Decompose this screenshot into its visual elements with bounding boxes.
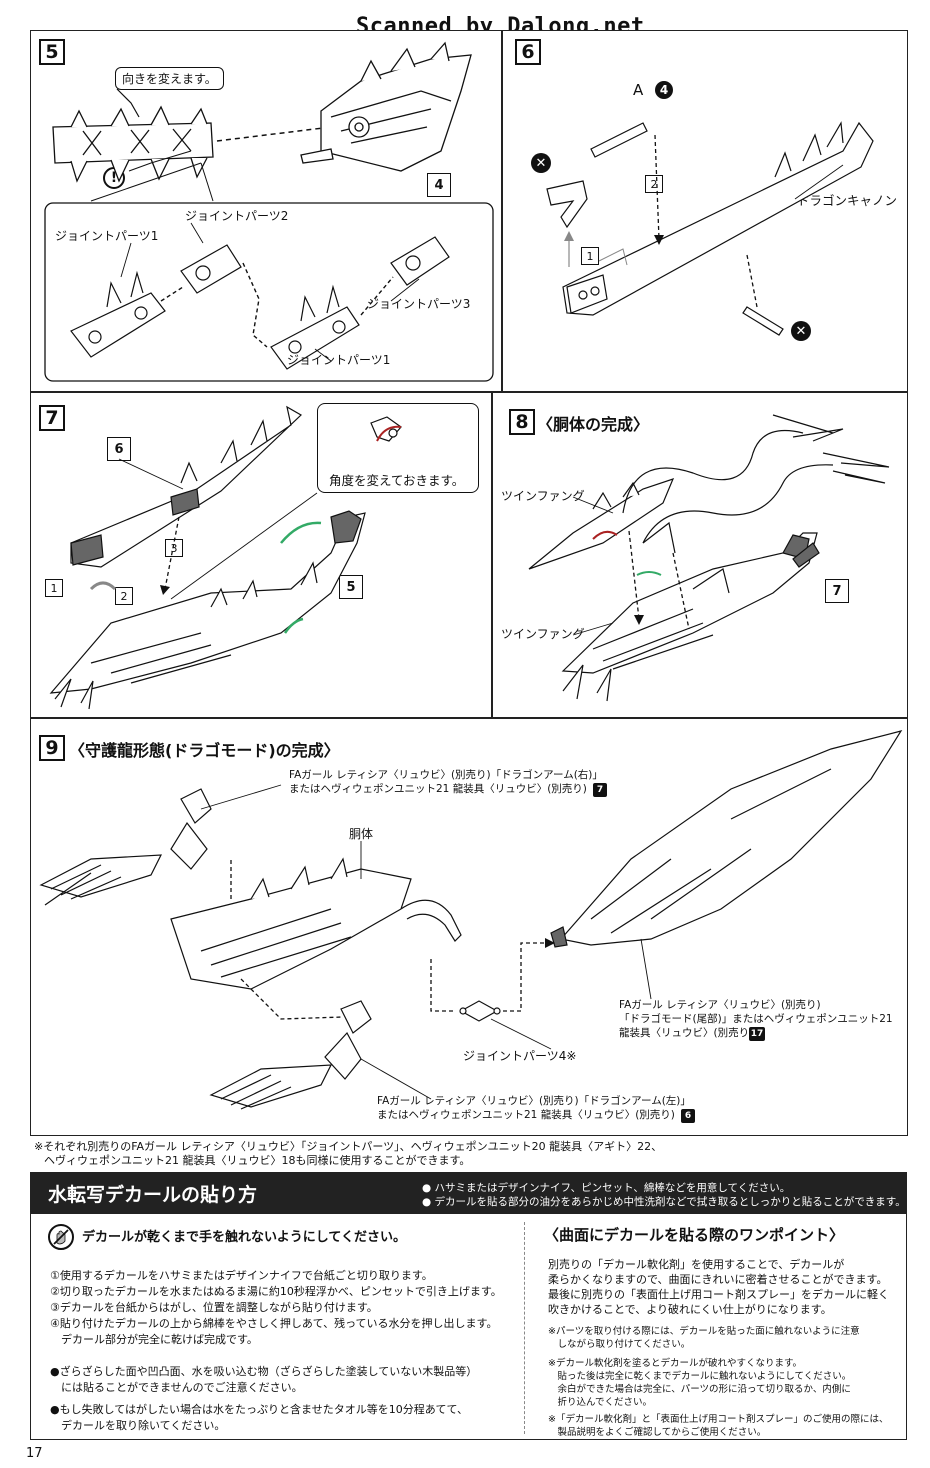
step6-remove-mark-2: ✕ (791, 321, 811, 341)
step9-arm-left-line1: FAガール レティシア〈リュウビ〉(別売り)「ドラゴンアーム(左)」 (377, 1095, 691, 1107)
decal-step4: ④貼り付けたデカールの上から綿棒をやさしく押しあて、残っている水分を押し出します… (50, 1317, 498, 1330)
decal-tip-note1b: しながら取り付けてください。 (548, 1339, 691, 1350)
step6-sub-2: 2 (645, 175, 663, 193)
footnote-line1: ※それぞれ別売りのFAガール レティシア〈リュウビ〉「ジョイントパーツ」、ヘヴィ… (34, 1140, 663, 1153)
page-number: 17 (26, 1446, 43, 1461)
step9-tail-line2: 「ドラゴモード(尾部)」またはヘヴィウェポンユニット21 (619, 1013, 893, 1025)
step9-arm-right-line2: またはヘヴィウェポンユニット21 龍装具〈リュウビ〉(別売り) (289, 783, 587, 795)
decal-note2: ● デカールを貼る部分の油分をあらかじめ中性洗剤などで拭き取るとしっかりと貼るこ… (422, 1196, 906, 1208)
decal-warning: デカールが乾くまで手を触れないようにしてください。 (82, 1230, 406, 1245)
step9-panel: 9 〈守護龍形態(ドラゴモード)の完成〉 FAガール レティシア〈リュウビ〉(別… (30, 718, 908, 1136)
step7-angle-callout (317, 403, 479, 493)
step8-ref-box-7: 7 (825, 579, 849, 603)
step5-number: 5 (39, 39, 65, 65)
step6-label-a: A (633, 81, 644, 99)
decal-tip-line2: 柔らかくなりますので、曲面にきれいに密着させることができます。 (548, 1273, 888, 1286)
step9-tail-line3: 龍装具〈リュウビ〉(別売り) (619, 1027, 754, 1039)
step8-illustration (528, 414, 890, 702)
decal-tip-note2-l2: 貼った後は完全に乾くまでデカールに触れないようにしてください。 (548, 1371, 852, 1382)
decal-tip-note3-l1: ※「デカール軟化剤」と「表面仕上げ用コート剤スプレー」のご使用の際には、 (548, 1414, 889, 1425)
step8-label-twin-fang2: ツインファング (501, 627, 585, 641)
decal-title: 水転写デカールの貼り方 (48, 1184, 258, 1206)
decal-body (30, 1214, 907, 1440)
step8-panel: 8 〈胴体の完成〉 ツインファング ツインファング 7 (492, 392, 908, 718)
step9-illustration (39, 730, 903, 1110)
decal-tip-note2-l1: ※デカール軟化剤を塗るとデカールが破れやすくなります。 (548, 1358, 803, 1369)
decal-note1: ● ハサミまたはデザインナイフ、ピンセット、綿棒などを用意してください。 (422, 1182, 791, 1194)
step8-number: 8 (509, 409, 535, 435)
decal-step2: ②切り取ったデカールを水またはぬるま湯に約10秒程浮かべ、ピンセットで引き上げま… (50, 1285, 502, 1298)
step9-arm-right-no: 7 (593, 783, 607, 797)
decal-tip-title: 〈曲面にデカールを貼る際のワンポイント〉 (544, 1226, 845, 1244)
step9-tail-no: 17 (749, 1027, 765, 1041)
step9-number: 9 (39, 735, 65, 761)
step5-ref-box-4: 4 (427, 173, 451, 197)
step7-sub-2: 2 (115, 587, 133, 605)
step7-number: 7 (39, 405, 65, 431)
decal-tip-line3: 最後に別売りの「表面仕上げ用コート剤スプレー」をデカールに軽く (548, 1288, 889, 1301)
step6-panel: 6 A 4 ✕ ✕ 1 2 ドラゴンキャノン (502, 30, 908, 392)
step7-angle-note: 角度を変えておきます。 (329, 473, 465, 488)
step9-label-joint4: ジョイントパーツ4※ (463, 1049, 577, 1063)
decal-tip-note2-l4: 折り込んでください。 (548, 1397, 653, 1408)
decal-bullet1-l2: には貼ることができませんのでご注意ください。 (50, 1381, 303, 1394)
no-touch-icon (48, 1224, 74, 1250)
step6-remove-mark-1: ✕ (531, 153, 551, 173)
decal-step4b: デカール部分が完全に乾けば完成です。 (50, 1333, 258, 1346)
decal-tip-note2-l3: 余白ができた場合は完全に、パーツの形に沿って切り取るか、内側に (548, 1384, 851, 1395)
step5-label-joint3: ジョイントパーツ3 (367, 297, 471, 311)
decal-bullet2-l2: デカールを取り除いてください。 (50, 1419, 226, 1432)
step9-title: 〈守護龍形態(ドラゴモード)の完成〉 (69, 741, 340, 760)
step5-label-joint1b: ジョイントパーツ1 (287, 353, 391, 367)
step9-label-torso: 胴体 (349, 827, 374, 841)
step5-label-joint2: ジョイントパーツ2 (185, 209, 289, 223)
step6-sub-1: 1 (581, 247, 599, 265)
step5-label-joint1a: ジョイントパーツ1 (55, 229, 159, 243)
step7-illustration (49, 405, 402, 710)
footnote-line2: ヘヴィウェポンユニット21 龍装具〈リュウビ〉18も同様に使用することができます… (44, 1154, 471, 1167)
decal-tip-note3-l2: 製品説明をよくご確認してからご使用ください。 (548, 1427, 767, 1438)
decal-tip-line4: 吹きかけることで、より破れにくい仕上がりになります。 (548, 1303, 832, 1316)
decal-step1: ①使用するデカールをハサミまたはデザインナイフで台紙ごと切り取ります。 (50, 1269, 433, 1282)
decal-bullet2-l1: ●もし失敗してはがしたい場合は水をたっぷりと含ませたタオル等を10分程あてて、 (50, 1403, 468, 1416)
step7-ref-box-5: 5 (339, 575, 363, 599)
step5-illustration (44, 41, 494, 382)
step7-ref-box-6: 6 (107, 437, 131, 461)
step5-callout-turn: 向きを変えます。 (115, 67, 224, 90)
step9-arm-left-line2: またはヘヴィウェポンユニット21 龍装具〈リュウビ〉(別売り) (377, 1109, 675, 1121)
step9-arm-left-no: 6 (681, 1109, 695, 1123)
step7-panel: 7 6 5 3 1 2 角度を変えておきます。 (30, 392, 492, 718)
step6-part-4: 4 (655, 81, 673, 99)
step8-title: 〈胴体の完成〉 (537, 415, 650, 434)
decal-step3: ③デカールを台紙からはがし、位置を調整しながら貼り付けます。 (50, 1301, 378, 1314)
step8-label-twin-fang1: ツインファング (501, 489, 585, 503)
step5-panel: 5 向きを変えます。 ! 4 (30, 30, 502, 392)
decal-tip-line1: 別売りの「デカール軟化剤」を使用することで、デカールが (548, 1258, 845, 1271)
decal-tip-note1: ※パーツを取り付ける際には、デカールを貼った面に触れないように注意 (548, 1326, 860, 1337)
step6-illustration (546, 121, 874, 336)
decal-bullet1-l1: ●ざらざらした面や凹凸面、水を吸い込む物（ざらざらした塗装していない木製品等） (50, 1365, 478, 1378)
step6-label-dragon-cannon: ドラゴンキャノン (797, 193, 898, 208)
decal-banner: 水転写デカールの貼り方 ● ハサミまたはデザインナイフ、ピンセット、綿棒などを用… (30, 1172, 907, 1214)
decal-divider (524, 1222, 525, 1434)
step6-number: 6 (515, 39, 541, 65)
step7-sub-1: 1 (45, 579, 63, 597)
step9-tail-line1: FAガール レティシア〈リュウビ〉(別売り) (619, 999, 821, 1011)
step9-arm-right-line1: FAガール レティシア〈リュウビ〉(別売り)「ドラゴンアーム(右)」 (289, 769, 603, 781)
